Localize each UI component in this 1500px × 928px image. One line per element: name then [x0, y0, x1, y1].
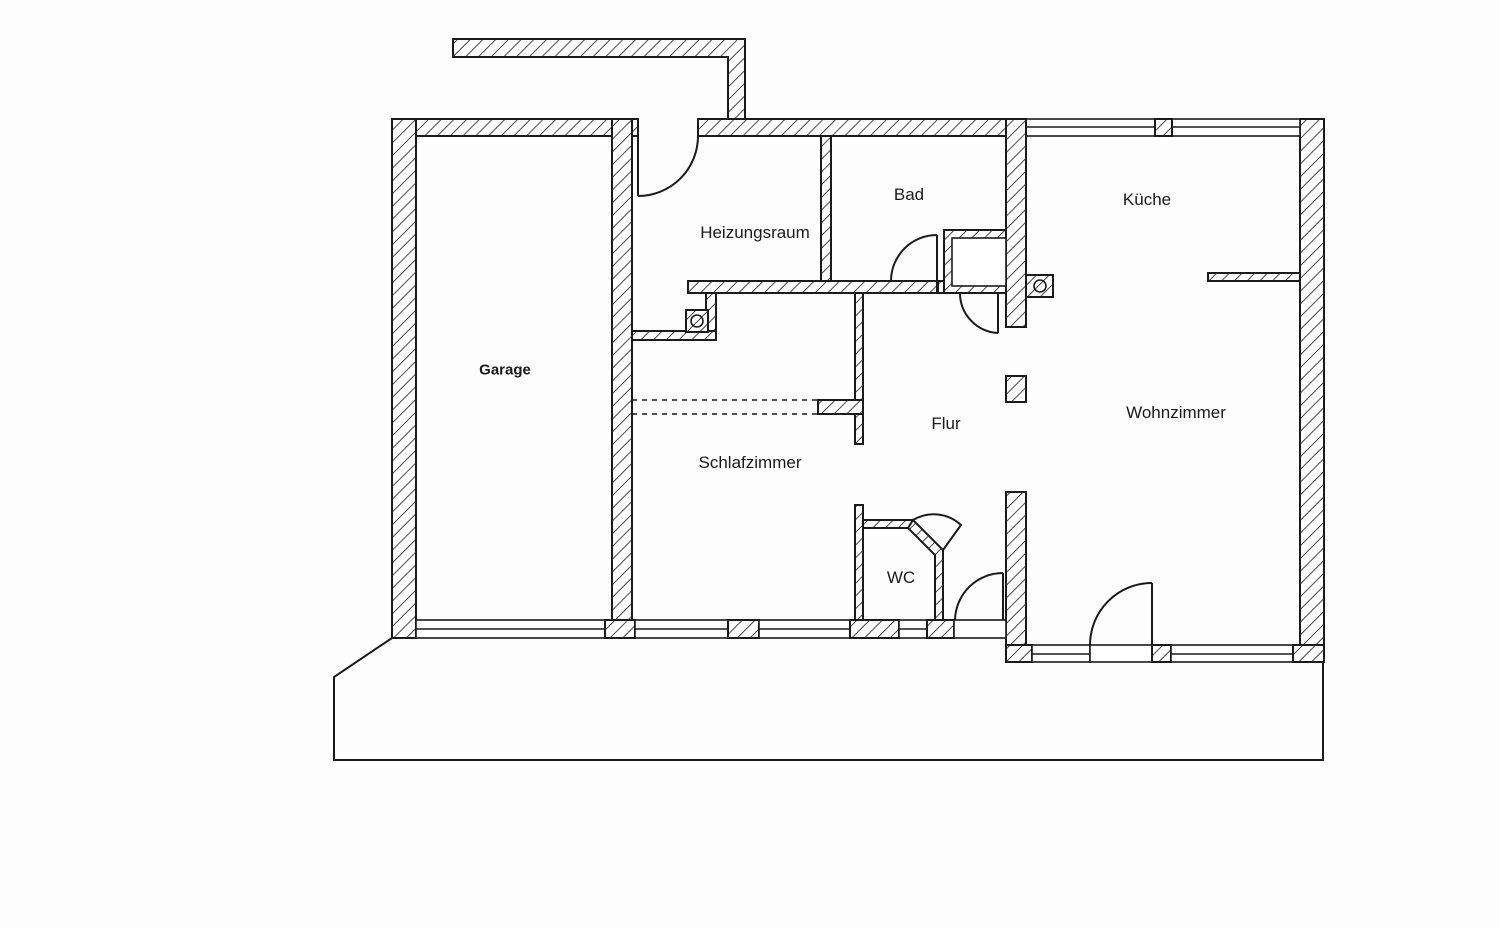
terrace — [333, 637, 1324, 761]
interior-walls — [631, 135, 1054, 621]
door-swings — [637, 135, 1153, 646]
room-label-kueche: Küche — [1122, 190, 1172, 209]
overhead-beam-lines — [632, 399, 818, 415]
room-label-wohnzimmer: Wohnzimmer — [1126, 403, 1226, 422]
room-label-wc: WC — [886, 568, 916, 587]
room-label-schlafzimmer: Schlafzimmer — [698, 453, 802, 472]
room-label-bad: Bad — [893, 185, 925, 204]
pergola-wall — [452, 38, 746, 120]
room-label-garage: Garage — [479, 361, 531, 379]
room-label-flur: Flur — [931, 414, 961, 433]
room-label-heizungsraum: Heizungsraum — [700, 223, 810, 242]
bottom-wall — [415, 619, 1325, 663]
exterior-walls — [391, 118, 1325, 663]
